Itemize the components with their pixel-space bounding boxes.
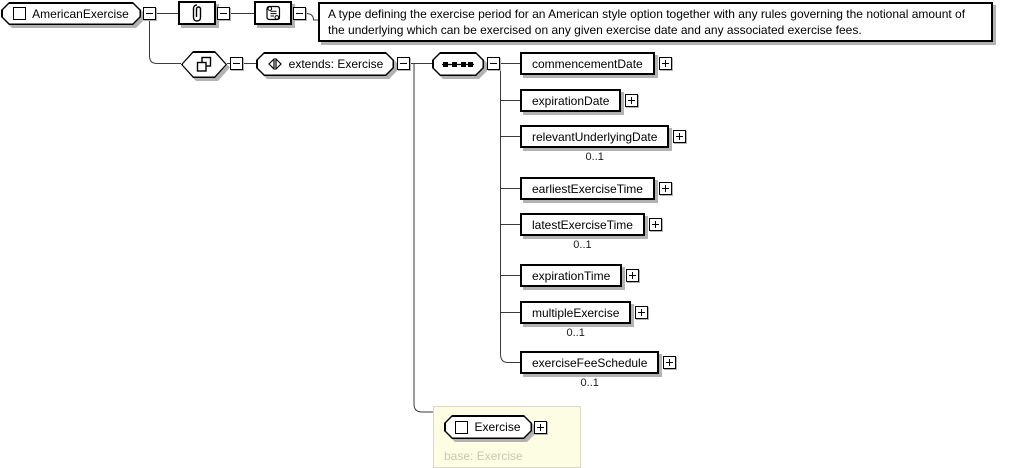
expand-button[interactable]	[625, 94, 639, 107]
collapse-button[interactable]	[217, 7, 230, 20]
occurrence-label: 0..1	[573, 239, 592, 251]
element-multipleExercise[interactable]: multipleExercise 0..1	[520, 301, 632, 339]
extension-node[interactable]: extends: Exercise	[256, 52, 394, 76]
annotation-node[interactable]	[178, 1, 216, 25]
documentation-node[interactable]	[254, 1, 292, 25]
expand-button[interactable]	[648, 218, 662, 231]
element-label: expirationDate	[532, 93, 610, 108]
root-element-label: AmericanExercise	[32, 6, 129, 21]
element-expirationTime[interactable]: expirationTime	[520, 264, 623, 287]
expand-button[interactable]	[626, 269, 640, 282]
element-expirationDate[interactable]: expirationDate	[520, 89, 622, 112]
paperclip-icon	[192, 4, 202, 22]
element-label: multipleExercise	[532, 305, 620, 320]
element-icon	[13, 7, 27, 20]
child-row: multipleExercise 0..1	[520, 301, 649, 339]
occurrence-label: 0..1	[585, 151, 604, 163]
element-earliestExerciseTime[interactable]: earliestExerciseTime	[520, 177, 655, 200]
collapse-button[interactable]	[230, 57, 243, 70]
base-type-panel: Exercise base: Exercise	[433, 406, 581, 468]
element-label: latestExerciseTime	[532, 217, 633, 232]
element-relevantUnderlyingDate[interactable]: relevantUnderlyingDate 0..1	[520, 125, 670, 163]
element-label: relevantUnderlyingDate	[532, 129, 658, 144]
base-element-label: Exercise	[474, 420, 521, 434]
occurrence-label: 0..1	[566, 327, 585, 339]
documentation-text-content: A type defining the exercise period for …	[328, 7, 966, 37]
child-row: earliestExerciseTime	[520, 177, 672, 200]
element-label: earliestExerciseTime	[532, 181, 643, 196]
base-element-node[interactable]: Exercise	[444, 415, 532, 439]
element-icon	[455, 420, 469, 434]
extension-label: extends: Exercise	[288, 57, 384, 71]
element-label: exerciseFeeSchedule	[532, 355, 648, 370]
collapse-button[interactable]	[397, 57, 410, 70]
expand-button[interactable]	[673, 130, 687, 143]
overlapping-squares-icon	[196, 56, 212, 72]
collapse-button[interactable]	[143, 7, 156, 20]
element-commencementDate[interactable]: commencementDate	[520, 52, 655, 75]
expand-button[interactable]	[658, 182, 672, 195]
child-row: expirationTime	[520, 264, 640, 287]
element-latestExerciseTime[interactable]: latestExerciseTime 0..1	[520, 213, 645, 251]
expand-button[interactable]	[534, 421, 547, 434]
occurrence-label: 0..1	[580, 377, 599, 389]
child-row: expirationDate	[520, 89, 639, 112]
base-type-caption: base: Exercise	[444, 449, 523, 463]
collapse-button[interactable]	[293, 7, 306, 20]
element-exerciseFeeSchedule[interactable]: exerciseFeeSchedule 0..1	[520, 351, 660, 389]
child-row: relevantUnderlyingDate 0..1	[520, 125, 687, 163]
element-label: expirationTime	[532, 268, 611, 283]
complex-content-node[interactable]	[181, 51, 227, 78]
collapse-button[interactable]	[487, 57, 500, 70]
expand-button[interactable]	[663, 356, 677, 369]
sequence-icon	[442, 61, 474, 67]
extends-triangles-icon	[267, 58, 282, 70]
documentation-scroll-icon	[266, 5, 281, 21]
child-row: commencementDate	[520, 52, 672, 75]
root-element-node[interactable]: AmericanExercise	[1, 2, 141, 25]
child-row: exerciseFeeSchedule 0..1	[520, 351, 677, 389]
child-row: latestExerciseTime 0..1	[520, 213, 662, 251]
expand-button[interactable]	[635, 306, 649, 319]
element-label: commencementDate	[532, 56, 643, 71]
expand-button[interactable]	[658, 57, 672, 70]
documentation-text: A type defining the exercise period for …	[318, 2, 993, 42]
sequence-node[interactable]	[432, 52, 484, 76]
